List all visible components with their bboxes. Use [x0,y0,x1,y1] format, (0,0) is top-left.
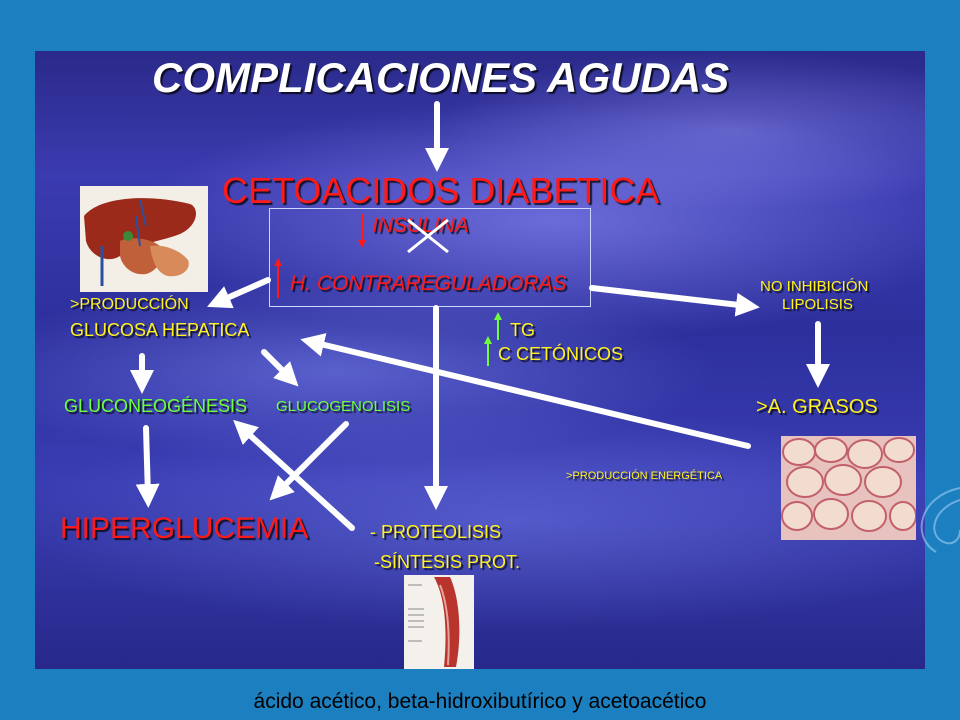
produccion-energetica-label: >PRODUCCIÓN ENERGÉTICA [566,470,723,482]
liver-organs-image [80,186,208,292]
slide-canvas [35,51,925,669]
swirl-decoration [920,487,960,553]
muscle-anatomy-image [404,575,474,669]
no-inhibicion-line1: NO INHIBICIÓN [760,278,869,295]
sintesis-prot-label: -SÍNTESIS PROT. [374,552,521,572]
acidos-grasos-label: >A. GRASOS [756,396,878,418]
arrow-glucogeno-to-hiperglucemia [269,421,349,501]
hormone-box [269,208,591,307]
produccion-line2: GLUCOSA HEPATICA [70,320,250,340]
arrow-sintesis-to-gluconeo [233,419,355,531]
cetoacidosis-node: CETOACIDOS DIABETICA [222,170,660,211]
arrow-produccion-to-glucogeno [261,349,299,387]
no-inhibicion-line2: LIPOLISIS [782,296,853,313]
arrow-gluconeo-to-hiperglucemia [135,425,160,508]
produccion-line1: >PRODUCCIÓN [70,296,189,313]
tg-label: TG [510,320,535,340]
glucogenolisis-label: GLUCOGENOLISIS [276,398,411,415]
insulina-cross-2 [407,218,449,254]
slide-title: COMPLICACIONES AGUDAS [152,54,730,101]
gluconeogenesis-label: GLUCONEOGÉNESIS [64,396,248,416]
contrareguladoras-label: H. CONTRAREGULADORAS [290,272,567,295]
arrow-energetica-to-produccion [300,333,751,449]
cetonicos-label: C CETÓNICOS [498,344,624,364]
proteolisis-label: - PROTEOLISIS [370,522,502,542]
hiperglucemia-label: HIPERGLUCEMIA [60,512,309,545]
arrow-box-to-produccion [207,277,271,309]
insulina-label: INSULINA [372,214,469,237]
arrow-box-to-lipolisis [589,285,760,317]
adipose-tissue-image [781,436,916,540]
footer-caption: ácido acético, beta-hidroxibutírico y ac… [253,690,707,713]
